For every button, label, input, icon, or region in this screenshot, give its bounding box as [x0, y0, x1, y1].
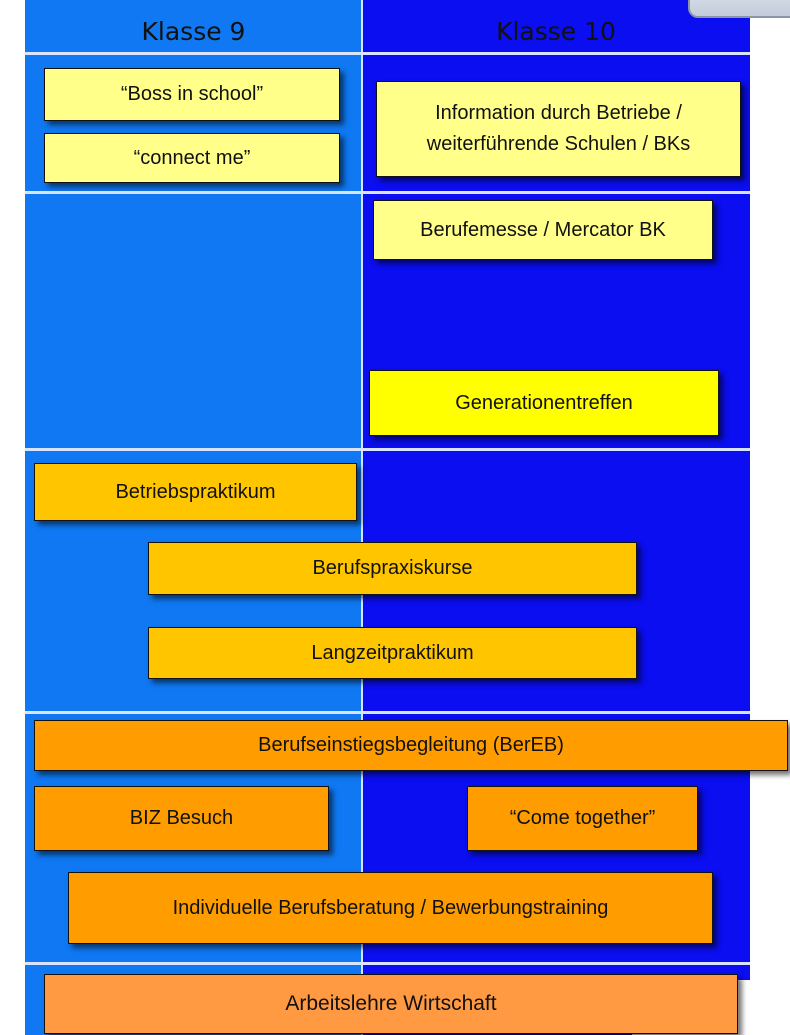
header-klasse-10: Klasse 10: [496, 17, 616, 46]
box-berufspraxiskurse: Berufspraxiskurse: [148, 542, 637, 595]
box-information: Information durch Betriebe / weiterführe…: [376, 81, 741, 177]
row-divider: [25, 448, 750, 451]
box-come-together: “Come together”: [467, 786, 698, 851]
box-berufemesse: Berufemesse / Mercator BK: [373, 200, 713, 260]
box-berufseinstiegsbegleitung: Berufseinstiegsbegleitung (BerEB): [34, 720, 788, 771]
column-divider: [361, 0, 363, 1035]
box-boss-in-school: “Boss in school”: [44, 68, 340, 121]
box-biz-besuch: BIZ Besuch: [34, 786, 329, 851]
header-klasse-9: Klasse 9: [141, 17, 246, 46]
box-langzeitpraktikum: Langzeitpraktikum: [148, 627, 637, 679]
box-berufsberatung: Individuelle Berufsberatung / Bewerbungs…: [68, 872, 713, 944]
decorative-image: [688, 0, 790, 18]
row-divider: [25, 962, 750, 965]
row-divider: [25, 191, 750, 194]
box-arbeitslehre-wirtschaft: Arbeitslehre Wirtschaft: [44, 974, 738, 1034]
box-betriebspraktikum: Betriebspraktikum: [34, 463, 357, 521]
row-divider: [25, 52, 750, 55]
box-connect-me: “connect me”: [44, 133, 340, 183]
box-generationentreffen: Generationentreffen: [369, 370, 719, 436]
row-divider: [25, 711, 750, 714]
